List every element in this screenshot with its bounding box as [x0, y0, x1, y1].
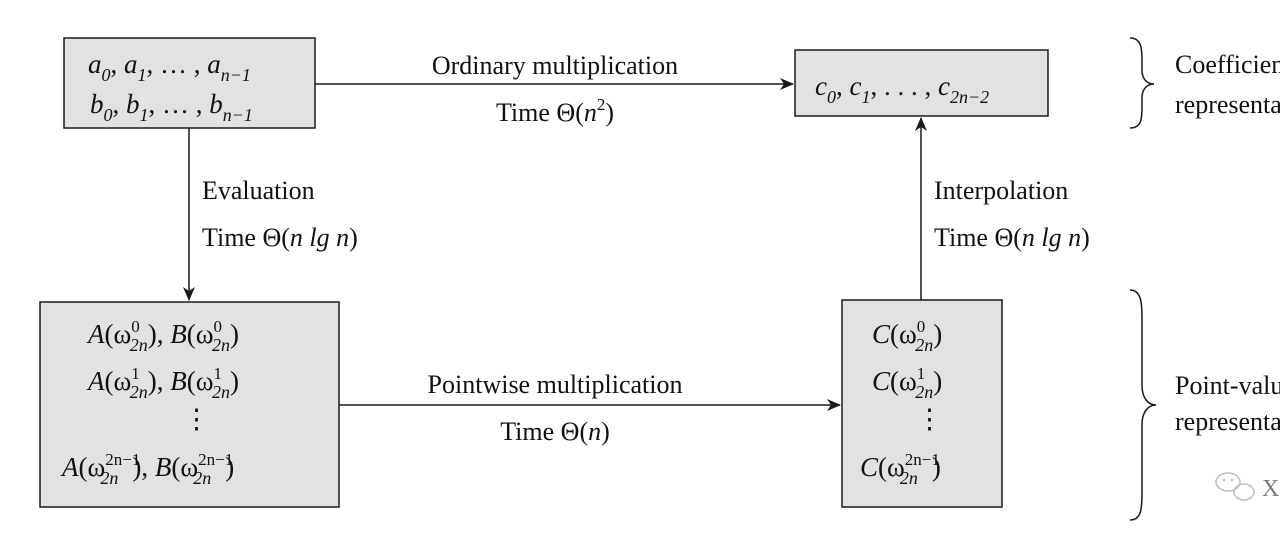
coeff-output-box-rect	[794, 49, 1049, 117]
pointvalue-brace	[1129, 289, 1157, 521]
coeff-input-box-rect	[63, 37, 316, 129]
interpolation-label: Interpolation	[934, 176, 1068, 205]
evaluation-time: Time Θ(n lg n)	[202, 223, 358, 252]
coeff-output-line: c0, c1, . . . , c2n−2	[815, 71, 989, 107]
coefficient-brace	[1129, 37, 1155, 129]
coeff-input-line-b: b0, b1, … , bn−1	[90, 89, 253, 125]
pointvalue-input-vdots: ⋮	[183, 404, 210, 434]
coefficient-label-line2: representations	[1175, 90, 1280, 119]
coeff-input-line-a: a0, a1, … , an−1	[88, 49, 251, 85]
pointvalue-output-vdots: ⋮	[916, 404, 943, 434]
pointvalue-input-box-rect	[39, 301, 340, 508]
interpolation-time: Time Θ(n lg n)	[934, 223, 1090, 252]
pointwise-multiplication-label: Pointwise multiplication	[428, 370, 683, 399]
wechat-icon	[1215, 472, 1255, 501]
pointvalue-output-box-rect	[841, 299, 1003, 508]
coefficient-label-line1: Coefficient	[1175, 50, 1280, 79]
pointwise-multiplication-time: Time Θ(n)	[500, 417, 610, 446]
coeff-output-box: c0, c1, . . . , c2n−2	[794, 49, 1049, 117]
pointvalue-label-line2: representations	[1175, 407, 1280, 436]
coeff-input-box: a0, a1, … , an−1 b0, b1, … , bn−1	[63, 37, 316, 129]
pointvalue-label-line1: Point-value	[1175, 371, 1280, 400]
evaluation-label: Evaluation	[202, 176, 315, 205]
watermark-text: X	[1262, 476, 1279, 502]
ordinary-multiplication-time: Time Θ(n2)	[496, 95, 614, 127]
ordinary-multiplication-label: Ordinary multiplication	[432, 51, 678, 80]
